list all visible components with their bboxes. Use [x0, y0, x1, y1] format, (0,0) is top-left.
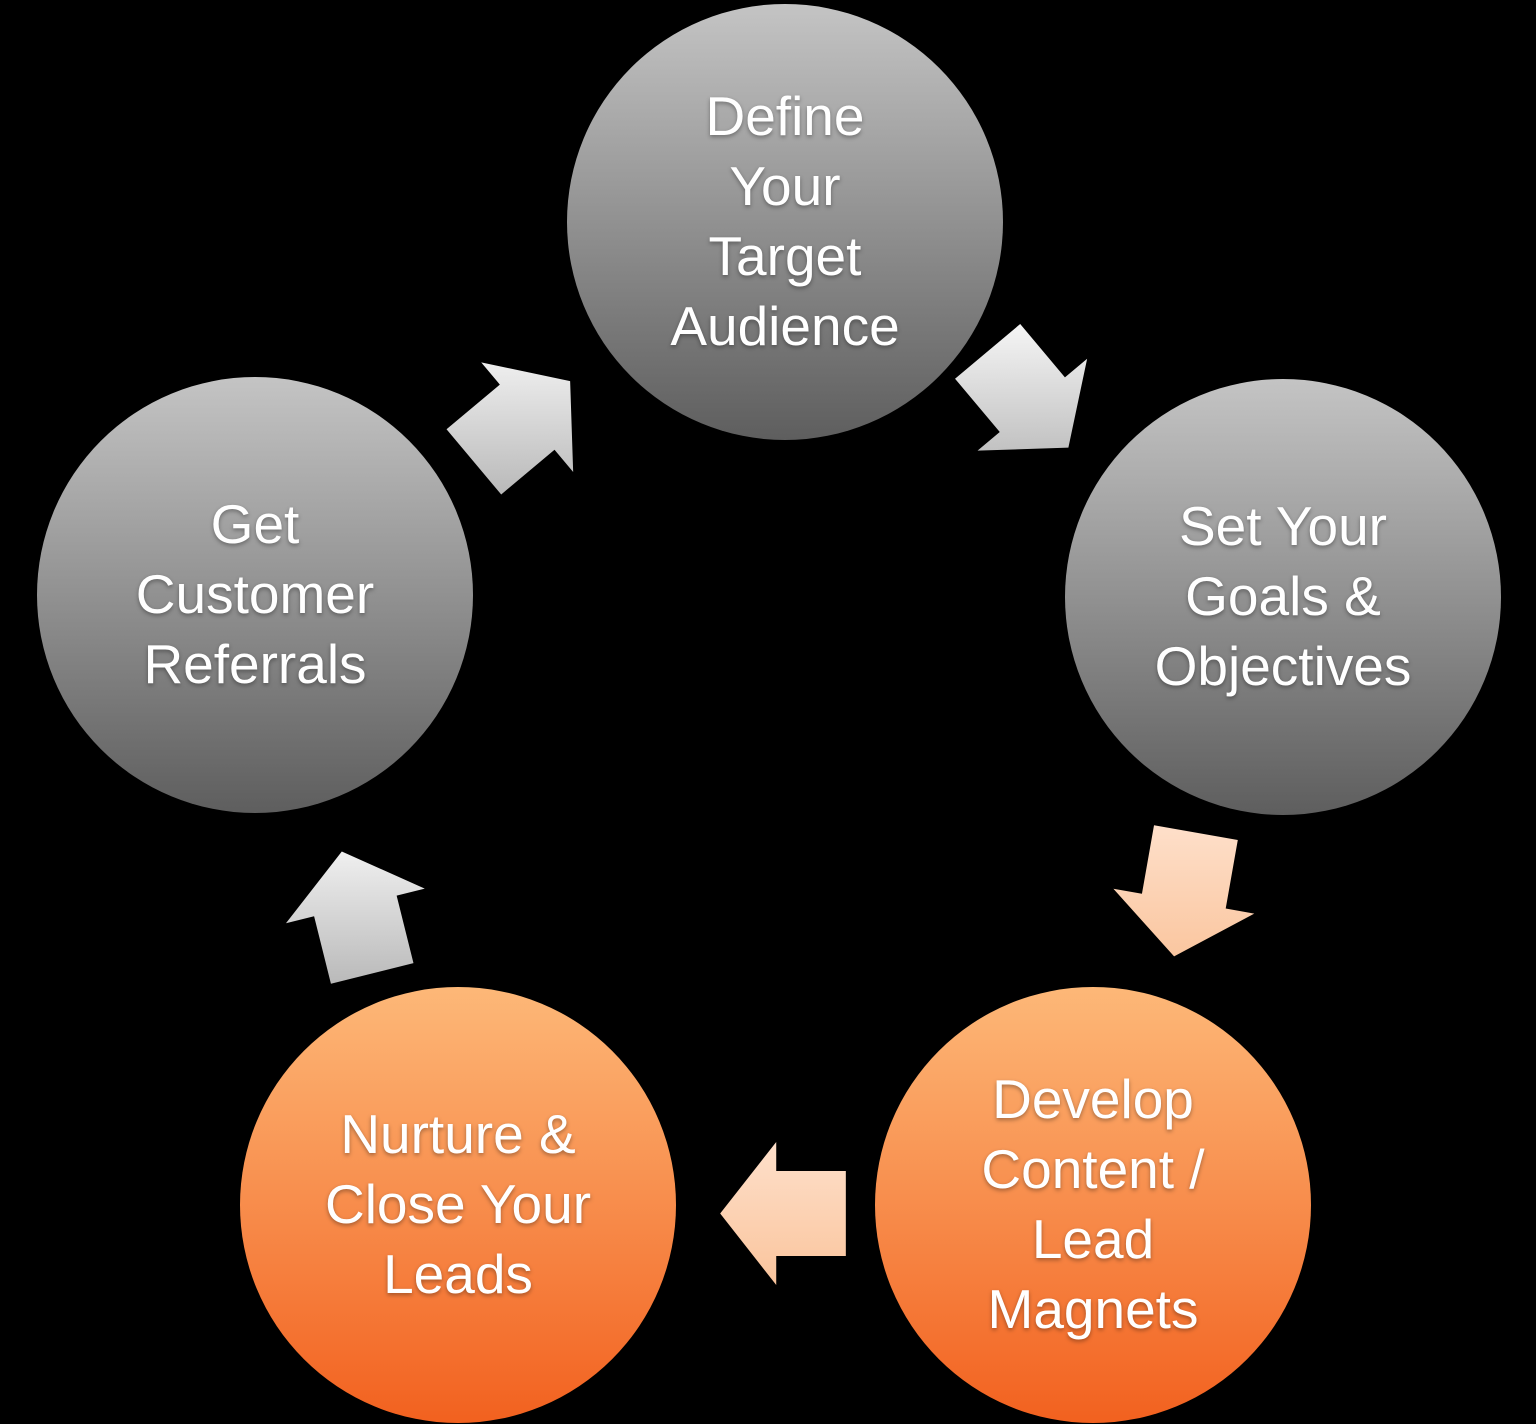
cycle-node-define-target-audience: Define Your Target Audience	[567, 4, 1003, 440]
cycle-node-develop-content-lead-magnets: Develop Content / Lead Magnets	[875, 987, 1311, 1423]
node-label: Get Customer Referrals	[135, 493, 375, 695]
cycle-arrow-nurture-to-referrals-icon	[285, 851, 425, 984]
cycle-arrow-audience-to-goals-icon	[955, 324, 1088, 451]
node-label: Define Your Target Audience	[670, 85, 900, 357]
node-label: Set Your Goals & Objectives	[1154, 495, 1412, 697]
cycle-node-set-goals-objectives: Set Your Goals & Objectives	[1065, 379, 1501, 815]
node-label: Nurture & Close Your Leads	[324, 1103, 592, 1305]
cycle-node-nurture-close-leads: Nurture & Close Your Leads	[240, 987, 676, 1423]
cycle-arrow-content-to-nurture-icon	[720, 1141, 846, 1286]
cycle-arrow-goals-to-content-icon	[1113, 825, 1255, 957]
cycle-node-get-customer-referrals: Get Customer Referrals	[37, 377, 473, 813]
node-label: Develop Content / Lead Magnets	[981, 1068, 1205, 1340]
cycle-arrow-referrals-to-audience-icon	[446, 362, 574, 495]
